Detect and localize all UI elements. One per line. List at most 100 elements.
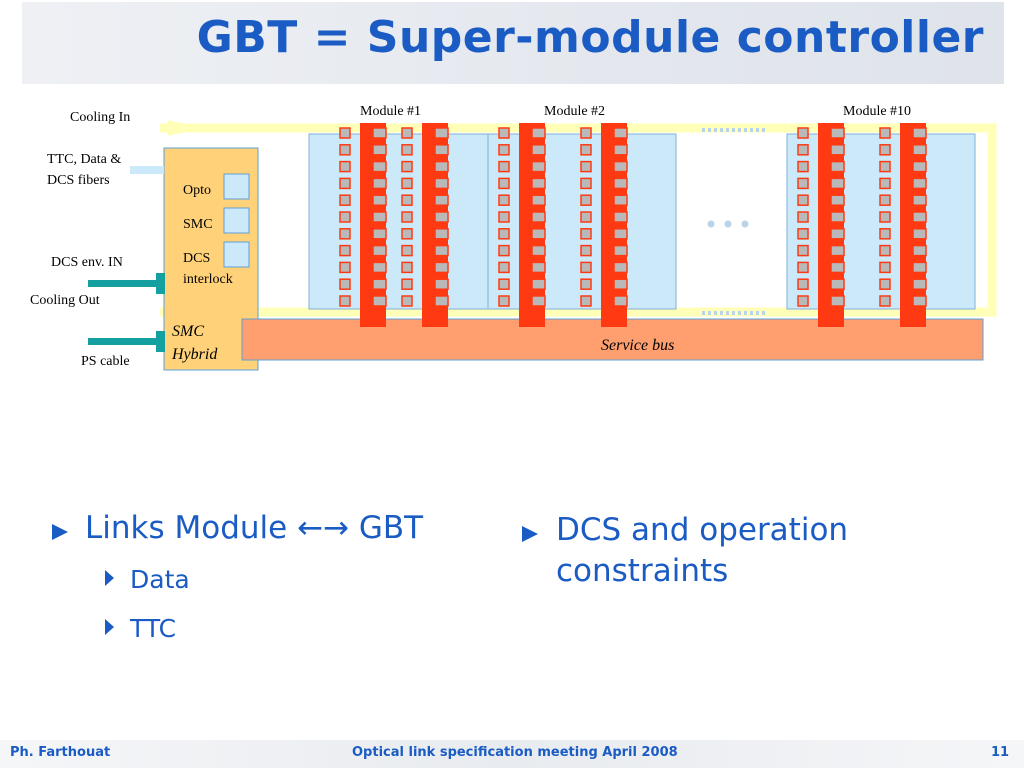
stave-pad [613, 194, 628, 206]
ellipsis-dot [741, 220, 749, 228]
stave-pad [580, 211, 592, 223]
stave-pad [580, 194, 592, 206]
stave-pad [912, 295, 927, 307]
ellipsis-dot [707, 220, 715, 228]
slide-footer: Ph. Farthouat Optical link specification… [0, 740, 1024, 768]
diagram-graphic [88, 120, 997, 371]
stave-pad [401, 144, 413, 156]
stave-pad [401, 261, 413, 274]
stave-pad [879, 177, 891, 190]
stave-pad [613, 261, 628, 274]
stave-pad [434, 177, 449, 190]
dcs-interlock-chip [223, 241, 250, 268]
stave-pad [912, 194, 927, 206]
stave-pad [797, 228, 809, 240]
cooling-in-arrow [167, 120, 201, 136]
stave-pad [912, 144, 927, 156]
stave-pad [580, 160, 592, 173]
stave-pad [613, 160, 628, 173]
stave-pad [401, 278, 413, 290]
smc-hybrid-label-line1: SMC [172, 323, 204, 340]
stave-pad [339, 177, 351, 190]
bullet-list: Links Module ←→ GBT Data TTC DCS and ope… [0, 505, 1024, 705]
stave-pad [434, 278, 449, 290]
stave-pad [797, 194, 809, 206]
dcs-env-connector-line [88, 280, 158, 287]
smc-label: SMC [183, 217, 213, 232]
stave-pad [797, 211, 809, 223]
stave-pad [531, 194, 546, 206]
stave-pad [498, 278, 510, 290]
page-number: 11 [991, 745, 1010, 760]
stave-pad [613, 144, 628, 156]
stave-pad [372, 127, 387, 139]
stave-pad [531, 160, 546, 173]
stave-pad [401, 211, 413, 223]
stave-pad [498, 228, 510, 240]
stave-pad [580, 177, 592, 190]
stave-pad [434, 244, 449, 257]
stave-pad [498, 295, 510, 307]
opto-chip [223, 173, 250, 200]
sub-bullet-ttc: TTC [130, 614, 177, 643]
stave-pad [498, 211, 510, 223]
stave-pad [498, 244, 510, 257]
stave-pad [372, 144, 387, 156]
bullet-dcs-constraints-line1: DCS and operation [556, 512, 849, 548]
stave-pad [830, 127, 845, 139]
stave-pad [580, 228, 592, 240]
stave-pad [830, 144, 845, 156]
stave-pad [613, 278, 628, 290]
stave-pad [912, 244, 927, 257]
stave-pad [434, 160, 449, 173]
stave-pad [531, 244, 546, 257]
stave-pad [797, 278, 809, 290]
sub-bullet-data: Data [130, 565, 190, 594]
stave-pad [879, 244, 891, 257]
module-label-10: Module #10 [843, 104, 912, 119]
stave-pad [434, 144, 449, 156]
stave-pad [372, 194, 387, 206]
stave-2 [422, 123, 448, 327]
opto-label: Opto [183, 183, 211, 198]
stave-pad [401, 244, 413, 257]
slide-title: GBT = Super-module controller [196, 12, 984, 63]
stave-pad [912, 160, 927, 173]
fiber-connector [130, 166, 164, 174]
stave-pad [372, 278, 387, 290]
stave-pad [434, 228, 449, 240]
stave-pad [339, 144, 351, 156]
stave-pad [912, 211, 927, 223]
stave-pad [401, 160, 413, 173]
stave-pad [797, 177, 809, 190]
stave-pad [879, 228, 891, 240]
stave-pad [879, 194, 891, 206]
stave-pad [830, 228, 845, 240]
stave-pad [879, 211, 891, 223]
stave-4 [601, 123, 627, 327]
stave-pad [580, 144, 592, 156]
bullet-links-module-gbt: Links Module ←→ GBT [85, 510, 424, 546]
stave-pad [339, 127, 351, 139]
stave-pad [339, 228, 351, 240]
ps-cable-label: PS cable [81, 354, 130, 369]
cooling-out-label: Cooling Out [30, 293, 100, 308]
cooling-in-label: Cooling In [70, 110, 131, 125]
stave-pad [498, 160, 510, 173]
stave-pad [531, 211, 546, 223]
stave-pad [434, 211, 449, 223]
stave-pad [401, 194, 413, 206]
stave-pad [879, 160, 891, 173]
stave-pad [613, 228, 628, 240]
stave-pad [434, 127, 449, 139]
cooling-loop [160, 123, 997, 317]
stave-pad [830, 211, 845, 223]
stave-3 [519, 123, 545, 327]
super-module-diagram: Cooling In TTC, Data & DCS fibers DCS en… [0, 90, 1024, 390]
stave-pad [339, 211, 351, 223]
stave-pad [434, 295, 449, 307]
stave-pad [912, 261, 927, 274]
stave-pad [797, 295, 809, 307]
title-background [22, 2, 1004, 84]
bullet-marker [52, 524, 68, 540]
